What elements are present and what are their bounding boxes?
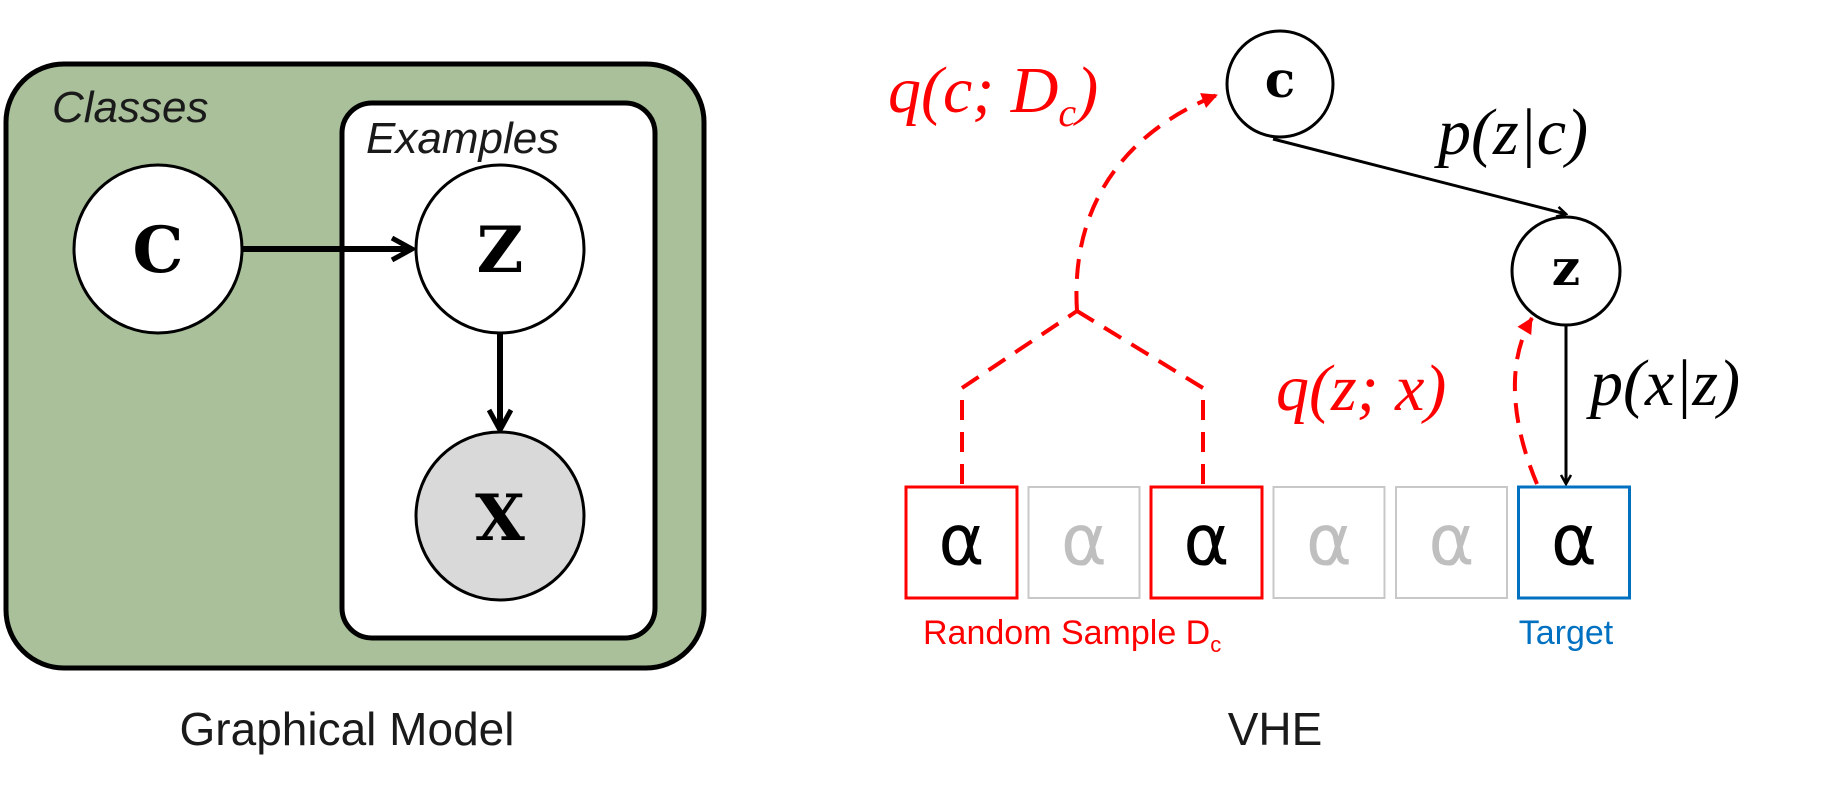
label-q-z-given-x: q(z; x) <box>1276 352 1446 425</box>
graphical-model-caption: Graphical Model <box>180 703 515 755</box>
node-x-observed <box>414 430 586 602</box>
node-z <box>414 163 586 335</box>
sample-box-frame <box>1272 486 1386 599</box>
edge-c-to-z-generative <box>1272 137 1566 214</box>
node-c <box>72 163 244 335</box>
sample-box-frame <box>1395 486 1508 599</box>
vhe-node-z-label: z <box>1552 238 1580 297</box>
target-label: Target <box>1519 614 1614 652</box>
sample-box-unselected: α <box>1027 486 1141 599</box>
inference-tree-left-branch <box>960 309 1079 484</box>
vhe-node-c-label: c <box>1265 50 1295 109</box>
node-x-label: X <box>475 481 525 556</box>
sample-glyph: α <box>1183 500 1229 582</box>
classes-plate-label: Classes <box>52 83 209 132</box>
label-p-x-given-z: p(x|z) <box>1586 347 1740 420</box>
sample-glyph: α <box>938 500 984 582</box>
sample-box-selected: α <box>1149 485 1264 600</box>
label-p-z-given-c: p(z|c) <box>1434 96 1588 169</box>
examples-plate-label: Examples <box>366 114 559 163</box>
label-q-c-main: q(c; D <box>888 54 1058 127</box>
node-z-label: Z <box>477 213 524 288</box>
sample-box-selected: α <box>904 485 1019 600</box>
sample-box-frame <box>1027 486 1141 599</box>
sample-box-unselected: α <box>1272 486 1386 599</box>
sample-box-frame <box>1149 485 1264 600</box>
graphical-model-panel: Classes Examples C Z X Graphical Model <box>3 61 707 755</box>
label-q-c-close: ) <box>1072 54 1098 127</box>
random-sample-label: Random Sample Dc <box>923 614 1221 657</box>
vhe-node-c <box>1225 29 1335 139</box>
inference-arrow-to-z <box>1512 316 1539 485</box>
sample-box-unselected: α <box>1395 486 1508 599</box>
vhe-caption: VHE <box>1228 703 1323 755</box>
label-q-c-given-dc: q(c; Dc) <box>888 54 1098 135</box>
sample-glyph: α <box>1306 500 1352 582</box>
label-q-c-subscript: c <box>1058 90 1076 135</box>
sample-box-target: α <box>1517 485 1631 600</box>
sample-glyph: α <box>1061 500 1107 582</box>
node-c-label: C <box>133 213 184 288</box>
random-sample-label-main: Random Sample D <box>923 614 1210 652</box>
sample-glyph: α <box>1551 500 1597 582</box>
sample-box-frame <box>1517 485 1631 600</box>
inference-tree-right-branch <box>1075 309 1205 484</box>
sample-glyph: α <box>1428 500 1474 582</box>
sample-box-frame <box>904 485 1019 600</box>
vhe-node-z <box>1510 215 1622 327</box>
random-sample-label-subscript: c <box>1210 632 1221 657</box>
inference-arrow-to-c <box>1074 93 1218 312</box>
